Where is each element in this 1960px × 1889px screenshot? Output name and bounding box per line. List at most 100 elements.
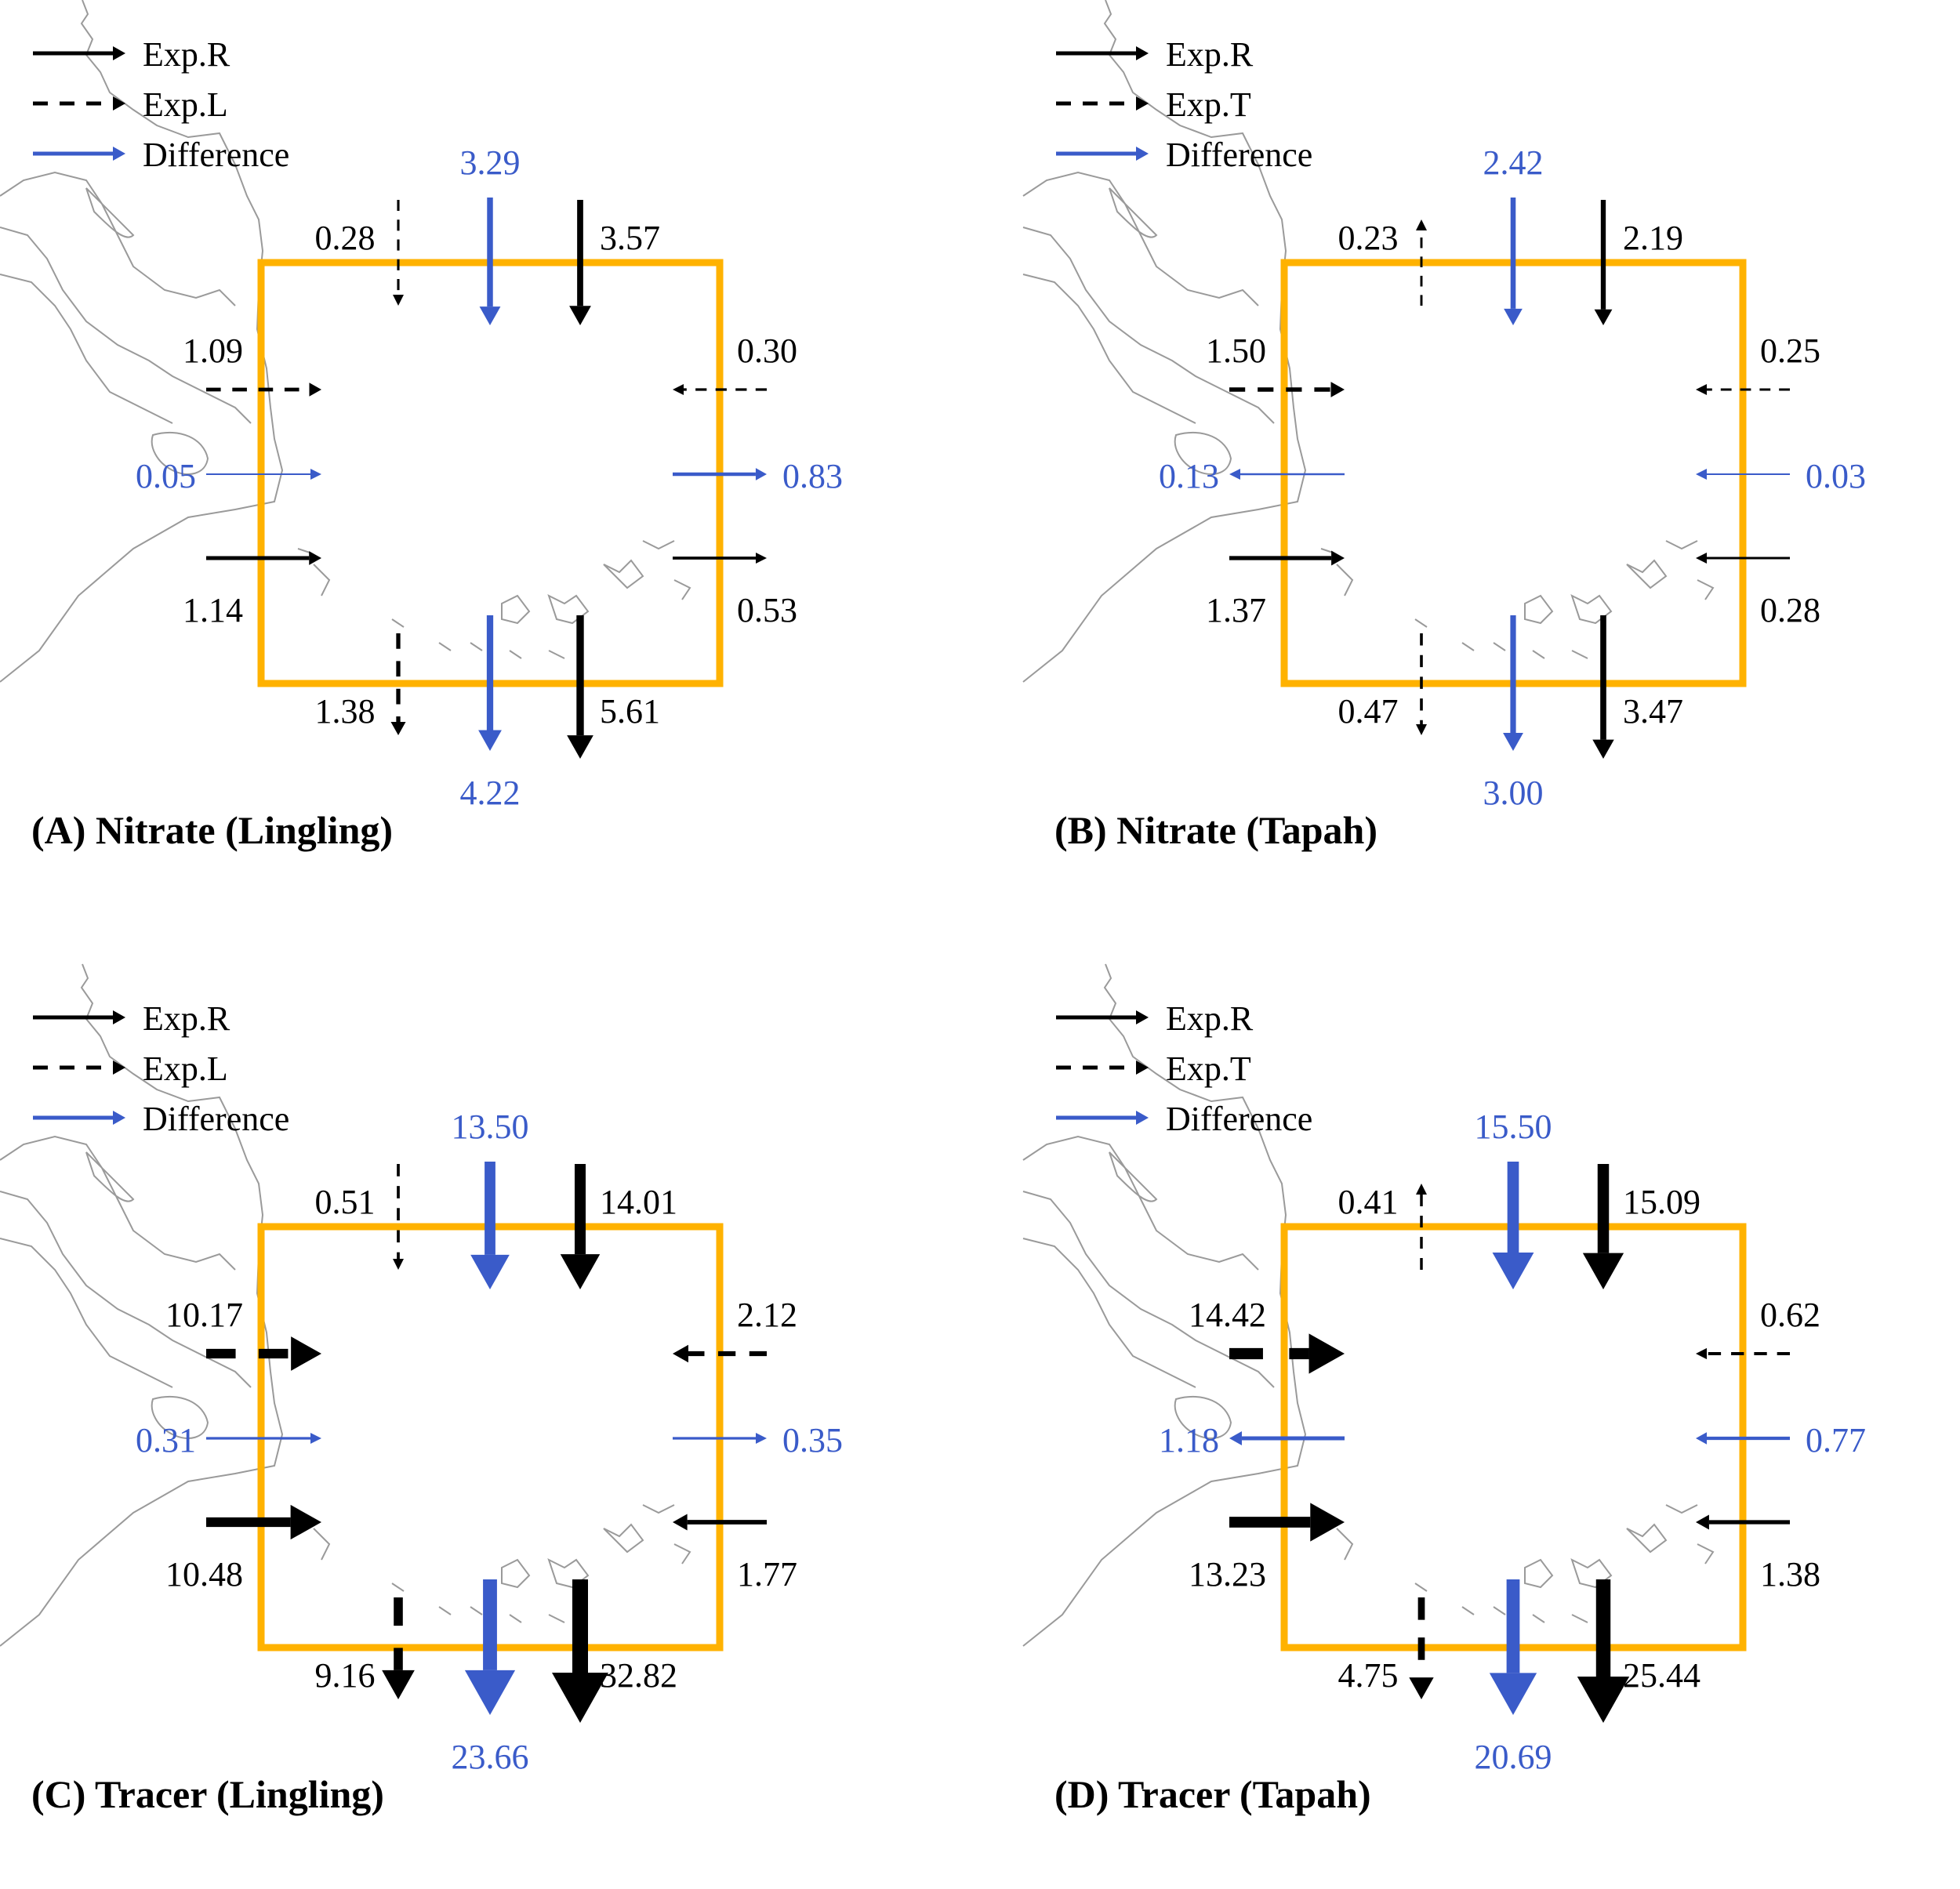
left-alt-value: 14.42 [1189, 1296, 1266, 1334]
legend-exp-alt-label: Exp.L [143, 85, 228, 124]
top-alt-arrow [393, 1164, 404, 1270]
top-diff-arrow [1504, 198, 1523, 325]
legend-exp-alt-arrow [1056, 96, 1149, 111]
top-alt-arrow [1416, 1184, 1427, 1270]
left-exp_r-arrow [1229, 1503, 1345, 1542]
top-diff-value: 15.50 [1475, 1108, 1552, 1146]
top-exp-r-value: 15.09 [1623, 1183, 1700, 1221]
panel-d: Exp.RExp.TDifference0.4115.5015.094.7520… [1022, 963, 1866, 1816]
bottom-alt-value: 1.38 [315, 692, 376, 731]
legend-exp-r-arrow [1056, 1010, 1149, 1024]
top-alt-value: 0.28 [315, 219, 376, 257]
bottom-alt-value: 4.75 [1338, 1656, 1399, 1695]
bottom-exp-r-value: 32.82 [600, 1656, 677, 1695]
left-exp_r-arrow [1229, 550, 1345, 566]
bottom-diff-arrow [464, 1579, 516, 1715]
left-exp_r-arrow [206, 1504, 321, 1540]
left-exp-r-value: 1.14 [183, 591, 243, 629]
legend-exp-alt-arrow [33, 1061, 125, 1075]
bottom-exp_r-arrow [1592, 615, 1614, 759]
right-diff-value: 0.35 [782, 1421, 843, 1459]
right-alt-arrow [1696, 384, 1790, 395]
legend-exp-r-arrow [33, 1010, 125, 1024]
bottom-diff-value: 3.00 [1483, 774, 1544, 812]
legend: Exp.R Exp.L Difference [33, 35, 289, 174]
legend-exp-alt-label: Exp.L [143, 1050, 228, 1088]
legend-exp-alt-arrow [33, 96, 125, 111]
bottom-diff-value: 23.66 [452, 1738, 529, 1776]
left-exp-r-value: 1.37 [1206, 591, 1266, 629]
top-alt-arrow [393, 200, 404, 306]
bottom-alt-value: 0.47 [1338, 692, 1399, 731]
legend-exp-alt-label: Exp.T [1166, 85, 1251, 124]
legend-exp-r-label: Exp.R [143, 35, 230, 74]
right-exp-r-value: 1.38 [1760, 1555, 1820, 1594]
legend-difference-arrow [33, 1111, 125, 1125]
right-exp_r-arrow [673, 553, 767, 564]
top-diff-value: 13.50 [452, 1108, 529, 1146]
right-diff-arrow [1696, 1432, 1790, 1445]
panel-title: (C) Tracer (Lingling) [31, 1772, 384, 1816]
bottom-alt-arrow [1416, 633, 1427, 735]
left-diff-value: 0.05 [136, 457, 196, 495]
panel-title: (D) Tracer (Tapah) [1054, 1772, 1371, 1816]
legend-difference-label: Difference [143, 1100, 289, 1138]
legend-exp-r-arrow [1056, 46, 1149, 60]
left-exp-r-value: 13.23 [1189, 1555, 1266, 1594]
bottom-diff-arrow [1489, 1579, 1537, 1715]
left-diff-arrow [206, 1433, 321, 1444]
right-exp_r-arrow [1696, 1514, 1790, 1530]
panel-title: (A) Nitrate (Lingling) [31, 808, 393, 852]
left-exp-r-value: 10.48 [165, 1555, 243, 1594]
right-alt-arrow [1696, 1347, 1790, 1360]
legend-difference-arrow [33, 147, 125, 161]
bottom-exp-r-value: 3.47 [1623, 692, 1683, 731]
left-diff-arrow [1229, 469, 1345, 480]
bottom-diff-arrow [478, 615, 502, 751]
legend-exp-r-label: Exp.R [143, 999, 230, 1038]
top-diff-arrow [479, 198, 501, 325]
top-exp-r-value: 2.19 [1623, 219, 1683, 257]
left-alt-value: 1.50 [1206, 332, 1266, 370]
legend: Exp.R Exp.L Difference [33, 999, 289, 1138]
left-diff-value: 0.31 [136, 1421, 196, 1459]
left-diff-value: 1.18 [1159, 1421, 1219, 1459]
top-diff-arrow [1492, 1162, 1534, 1289]
legend-difference-label: Difference [143, 136, 289, 174]
coastline-map [1022, 0, 1715, 683]
bottom-alt-arrow [382, 1597, 415, 1699]
right-diff-value: 0.03 [1806, 457, 1866, 495]
bottom-exp_r-arrow [1577, 1579, 1630, 1723]
right-diff-arrow [1696, 469, 1790, 480]
right-exp_r-arrow [673, 1514, 767, 1531]
bottom-diff-value: 4.22 [460, 774, 521, 812]
right-diff-value: 0.77 [1806, 1421, 1866, 1459]
top-diff-arrow [470, 1162, 510, 1289]
right-diff-arrow [673, 468, 767, 480]
left-alt-arrow [1229, 1333, 1345, 1374]
legend-difference-label: Difference [1166, 136, 1312, 174]
right-alt-arrow [673, 384, 767, 395]
legend-exp-r-label: Exp.R [1166, 999, 1254, 1038]
right-exp-r-value: 0.28 [1760, 591, 1820, 629]
bottom-exp-r-value: 25.44 [1623, 1656, 1700, 1695]
left-alt-value: 10.17 [165, 1296, 243, 1334]
legend-difference-arrow [1056, 147, 1149, 161]
right-alt-value: 0.25 [1760, 332, 1820, 370]
top-alt-arrow [1416, 219, 1427, 306]
top-exp-r-value: 14.01 [600, 1183, 677, 1221]
top-exp_r-arrow [1582, 1164, 1624, 1289]
right-alt-value: 2.12 [737, 1296, 797, 1334]
bottom-diff-arrow [1503, 615, 1523, 751]
coastline-map [1022, 963, 1715, 1647]
left-diff-arrow [206, 469, 321, 480]
left-alt-arrow [1229, 382, 1345, 397]
legend-exp-alt-label: Exp.T [1166, 1050, 1251, 1088]
right-exp_r-arrow [1696, 553, 1790, 564]
top-alt-value: 0.51 [315, 1183, 376, 1221]
left-diff-value: 0.13 [1159, 457, 1219, 495]
top-exp_r-arrow [569, 200, 591, 325]
